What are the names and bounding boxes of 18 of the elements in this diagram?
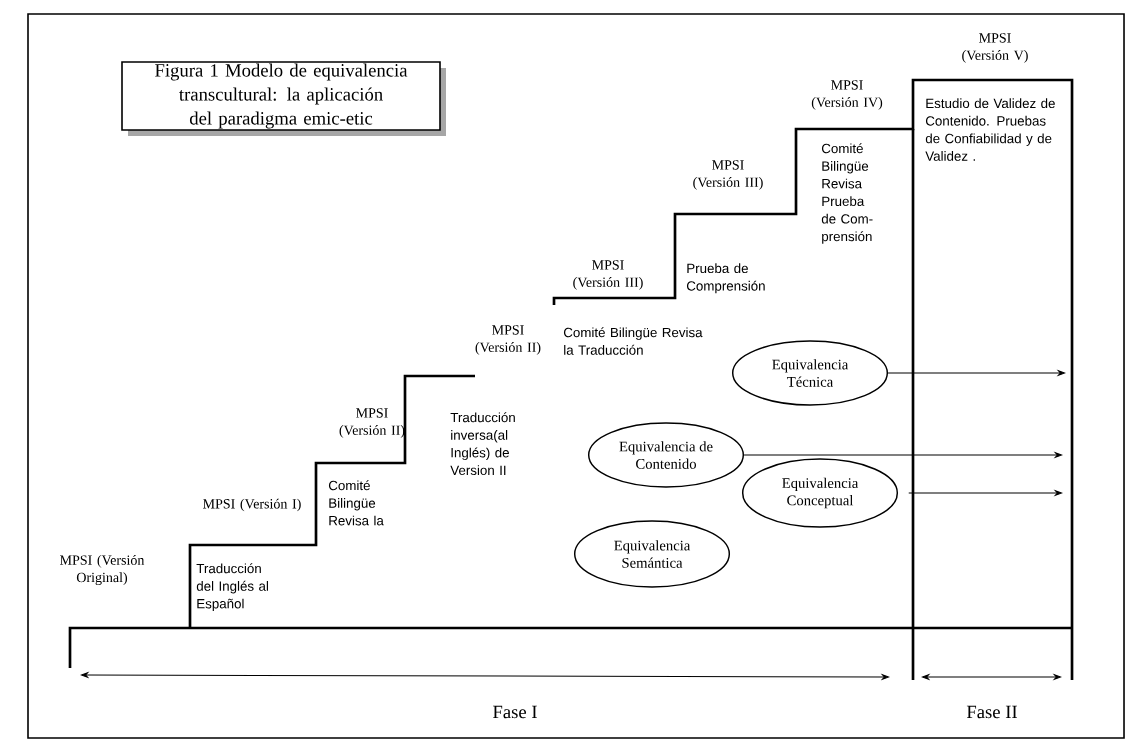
step-text: Comité Bilingüe Revisa Prueba de Com- prensión [821, 143, 873, 244]
phase-label: Fase II [966, 705, 1017, 719]
title-box: Figura 1 Modelo de equivalencia transcultural: la aplicación del paradigma emic-etic [121, 61, 446, 136]
version-label: MPSI (Versión III) [573, 260, 643, 290]
phase-label: Fase I [493, 705, 537, 719]
step-text: Prueba de Comprensión [686, 263, 765, 294]
step-text: Traducción inversa(al Inglés) de Version II [450, 412, 515, 475]
step-text: Estudio de Validez de Contenido. Pruebas de Confiabilidad y de Validez . [925, 98, 1055, 161]
version-label: MPSI (Versión IV) [811, 80, 883, 110]
step-text: Comité Bilingüe Revisa la Traducción [563, 327, 703, 355]
version-label: MPSI (Versión II) [475, 325, 541, 355]
version-label: MPSI (Versión III) [693, 160, 763, 190]
step-text: Traducción del Inglés al Español [196, 563, 268, 612]
version-label: MPSI (Versión Original) [60, 554, 145, 586]
step-text: Comité Bilingüe Revisa la [328, 480, 384, 526]
version-label: MPSI (Versión V) [962, 33, 1028, 63]
version-label: MPSI (Versión I) [203, 498, 301, 512]
version-label: MPSI (Versión II) [339, 408, 405, 438]
